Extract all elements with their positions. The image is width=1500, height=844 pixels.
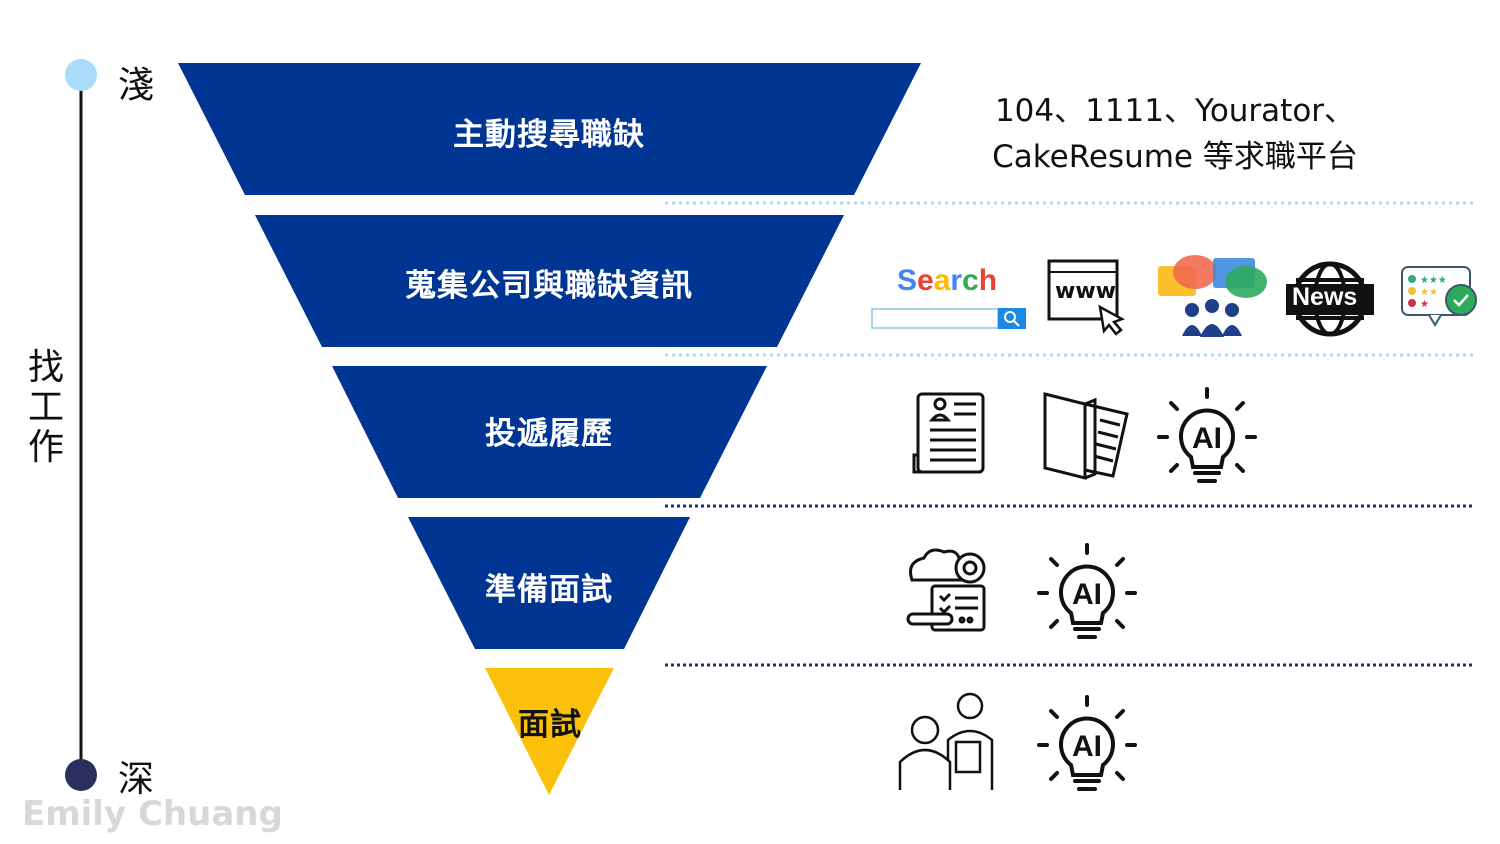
axis-char: 工 — [27, 387, 64, 428]
svg-text:AI: AI — [1072, 730, 1102, 763]
watermark: Emily Chuang — [22, 794, 283, 834]
funnel-stage-1 — [178, 63, 921, 195]
stage-label-search-jobs: 主動搜尋職缺 — [453, 117, 645, 153]
timeline-end-dot — [65, 759, 97, 791]
ai-lightbulb-icon: AI — [1037, 695, 1137, 791]
letter: c — [962, 264, 979, 297]
news-text: News — [1292, 283, 1358, 311]
stage-label-prepare: 準備面試 — [485, 572, 613, 608]
svg-text:★★★: ★★★ — [1420, 275, 1447, 286]
website-icon — [1047, 259, 1125, 336]
axis-char: 找 — [27, 347, 64, 388]
deep-label: 深 — [118, 759, 155, 800]
letter: h — [978, 264, 998, 297]
ai-lightbulb-icon: AI — [1157, 387, 1257, 483]
funnel-stage-4 — [408, 517, 690, 649]
svg-text:AI: AI — [1192, 422, 1222, 455]
interview-prep-icon — [906, 548, 986, 632]
interview-people-icon — [898, 692, 994, 790]
letter: a — [933, 264, 951, 297]
resume-icon — [912, 392, 985, 474]
platforms-line-2: CakeResume 等求職平台 — [992, 139, 1358, 175]
review-rating-icon: ★★★ ★★ ★ — [1401, 266, 1477, 327]
job-platforms-text: 104、1111、Yourator、 CakeResume 等求職平台 — [940, 88, 1410, 180]
letter: S — [897, 264, 918, 297]
timeline-start-dot — [65, 59, 97, 91]
axis-char: 作 — [27, 427, 64, 468]
svg-text:★: ★ — [1420, 299, 1429, 310]
document-folder-icon — [1043, 392, 1129, 480]
svg-text:★★: ★★ — [1420, 287, 1438, 298]
ai-lightbulb-icon: AI — [1037, 543, 1137, 639]
stage-label-interview: 面試 — [518, 707, 582, 743]
letter: e — [917, 264, 934, 297]
svg-text:AI: AI — [1072, 578, 1102, 611]
search-word: Search — [897, 264, 997, 298]
stage-label-research: 蒐集公司與職缺資訊 — [405, 268, 693, 304]
funnel-stage-5 — [485, 668, 614, 795]
funnel-stage-3 — [332, 366, 767, 498]
job-search-axis-label: 找 工 作 — [26, 348, 66, 468]
www-text: www — [1055, 279, 1116, 304]
search-bar-icon — [871, 308, 1026, 329]
news-globe-icon — [1286, 261, 1374, 337]
stage-label-apply: 投遞履歷 — [485, 416, 613, 452]
community-discussion-icon — [1158, 255, 1267, 337]
shallow-label: 淺 — [118, 65, 155, 106]
platforms-line-1: 104、1111、Yourator、 — [994, 93, 1356, 129]
funnel-stage-2 — [255, 215, 844, 347]
letter: r — [950, 264, 963, 297]
